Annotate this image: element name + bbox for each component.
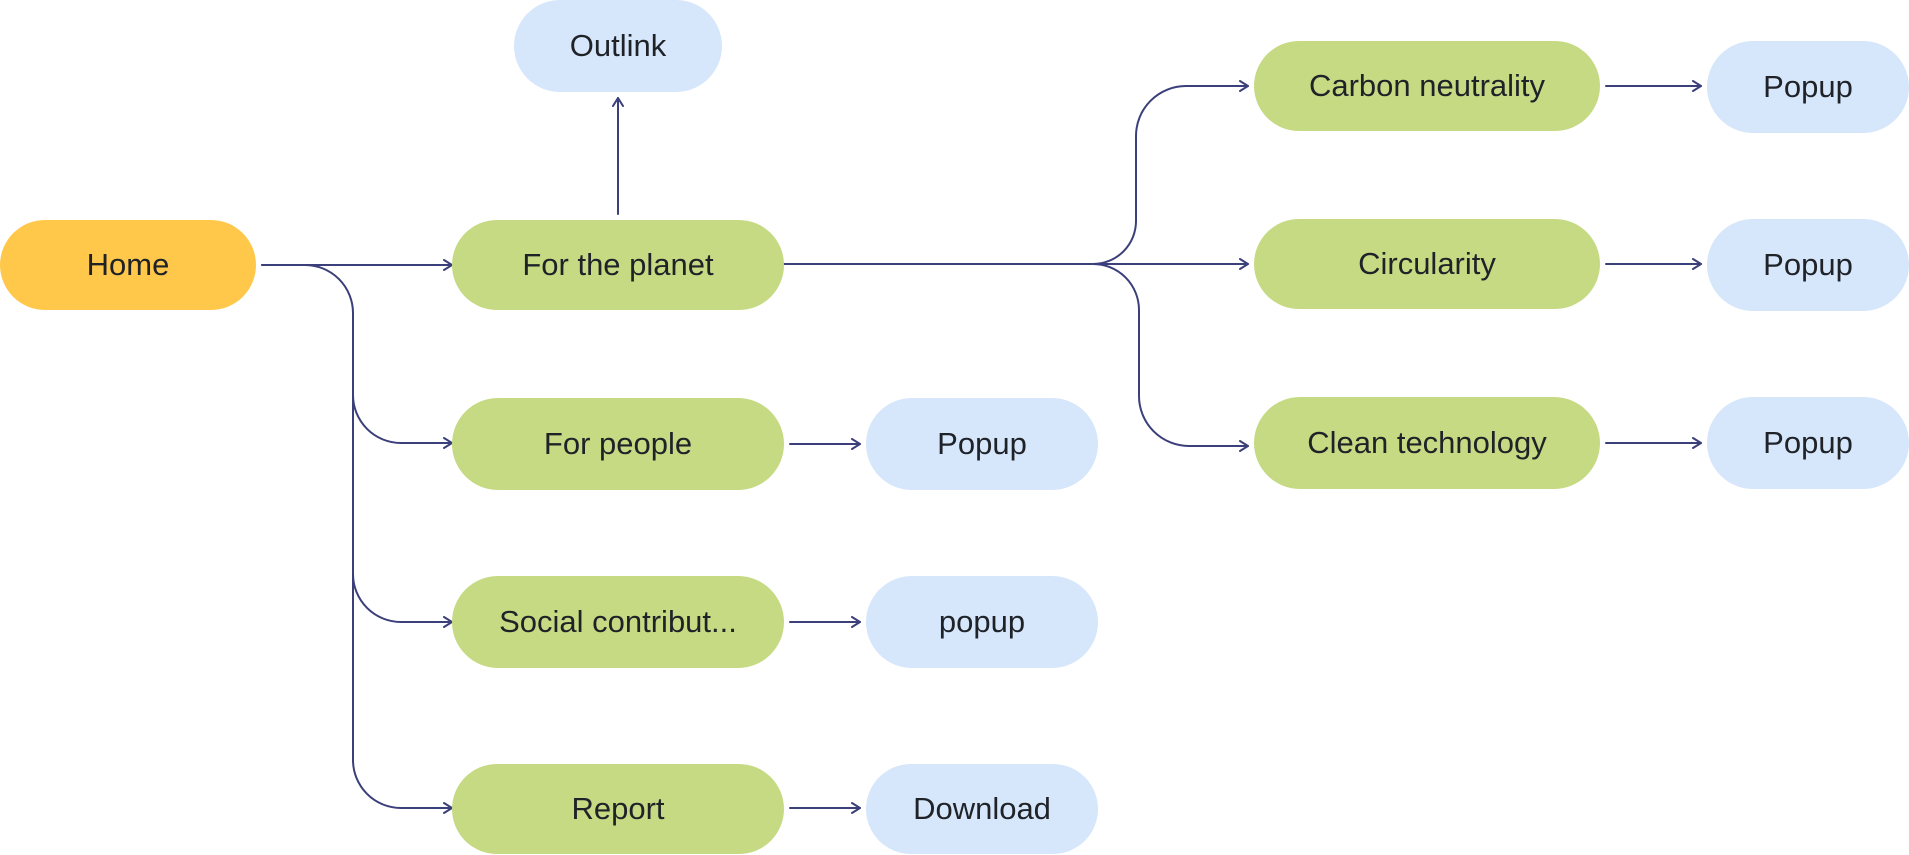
node-for-people[interactable]: For people <box>452 398 784 490</box>
node-carbon-neutrality[interactable]: Carbon neutrality <box>1254 41 1600 131</box>
node-circularity[interactable]: Circularity <box>1254 219 1600 309</box>
node-social-popup[interactable]: popup <box>866 576 1098 668</box>
node-carbon-popup[interactable]: Popup <box>1707 41 1909 133</box>
edge-home-social <box>352 573 453 628</box>
node-report[interactable]: Report <box>452 764 784 854</box>
node-clean-technology[interactable]: Clean technology <box>1254 397 1600 489</box>
node-social-contribution[interactable]: Social contribut... <box>452 576 784 668</box>
edge-home-trunk <box>261 264 453 814</box>
edge-planet-cleantech <box>1092 263 1249 452</box>
node-home[interactable]: Home <box>0 220 256 310</box>
node-cleantech-popup[interactable]: Popup <box>1707 397 1909 489</box>
node-people-popup[interactable]: Popup <box>866 398 1098 490</box>
node-report-download[interactable]: Download <box>866 764 1098 854</box>
node-outlink[interactable]: Outlink <box>514 0 722 92</box>
node-circularity-popup[interactable]: Popup <box>1707 219 1909 311</box>
node-for-the-planet[interactable]: For the planet <box>452 220 784 310</box>
edge-planet-carbon <box>1092 80 1249 265</box>
edge-home-people <box>352 394 453 449</box>
